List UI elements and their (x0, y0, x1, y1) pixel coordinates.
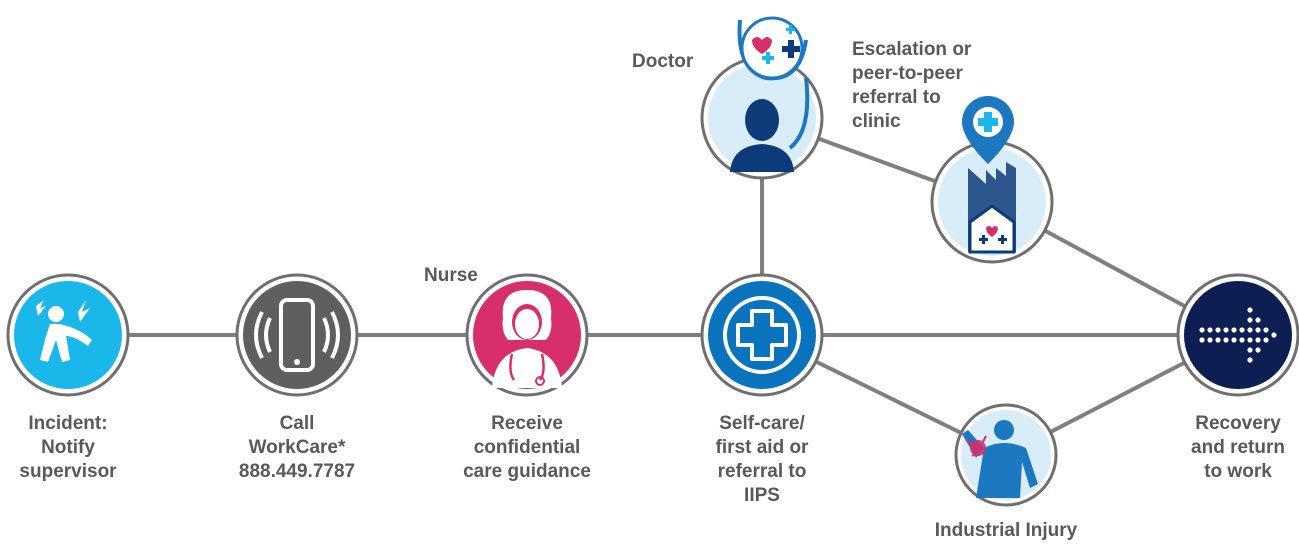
ringing-phone-icon (254, 298, 340, 372)
industrial-injury-label: Industrial Injury (934, 520, 1078, 541)
clinic-node (930, 96, 1054, 264)
nurse-node (465, 273, 589, 397)
clinic-location-icon (962, 96, 1016, 254)
body-pain-icon (962, 420, 1038, 498)
doctor-icon (730, 16, 810, 172)
call-label: Call WorkCare* 888.449.7787 (238, 413, 356, 482)
dotted-arrow-icon (1199, 307, 1277, 363)
connectors (68, 116, 1239, 457)
doctor-node (700, 16, 824, 180)
recovery-node (1176, 273, 1299, 397)
injured-person-icon (36, 300, 92, 362)
incident-label: Incident: Notify supervisor (19, 413, 117, 482)
incident-node (6, 273, 130, 397)
receive-label: Receive confidential care guidance (463, 413, 591, 482)
recovery-label: Recovery and return to work (1191, 413, 1285, 482)
selfcare-label: Self-care/ first aid or referral to IIPS (715, 413, 809, 506)
call-node (235, 273, 359, 397)
doctor-role-label: Doctor (632, 51, 694, 72)
nurse-icon (492, 290, 562, 388)
industrial-injury-node (954, 403, 1058, 507)
medical-cross-icon (723, 296, 801, 374)
selfcare-node (700, 273, 824, 397)
nurse-role-label: Nurse (424, 265, 478, 286)
escalation-label: Escalation or peer-to-peer referral to c… (852, 39, 972, 132)
